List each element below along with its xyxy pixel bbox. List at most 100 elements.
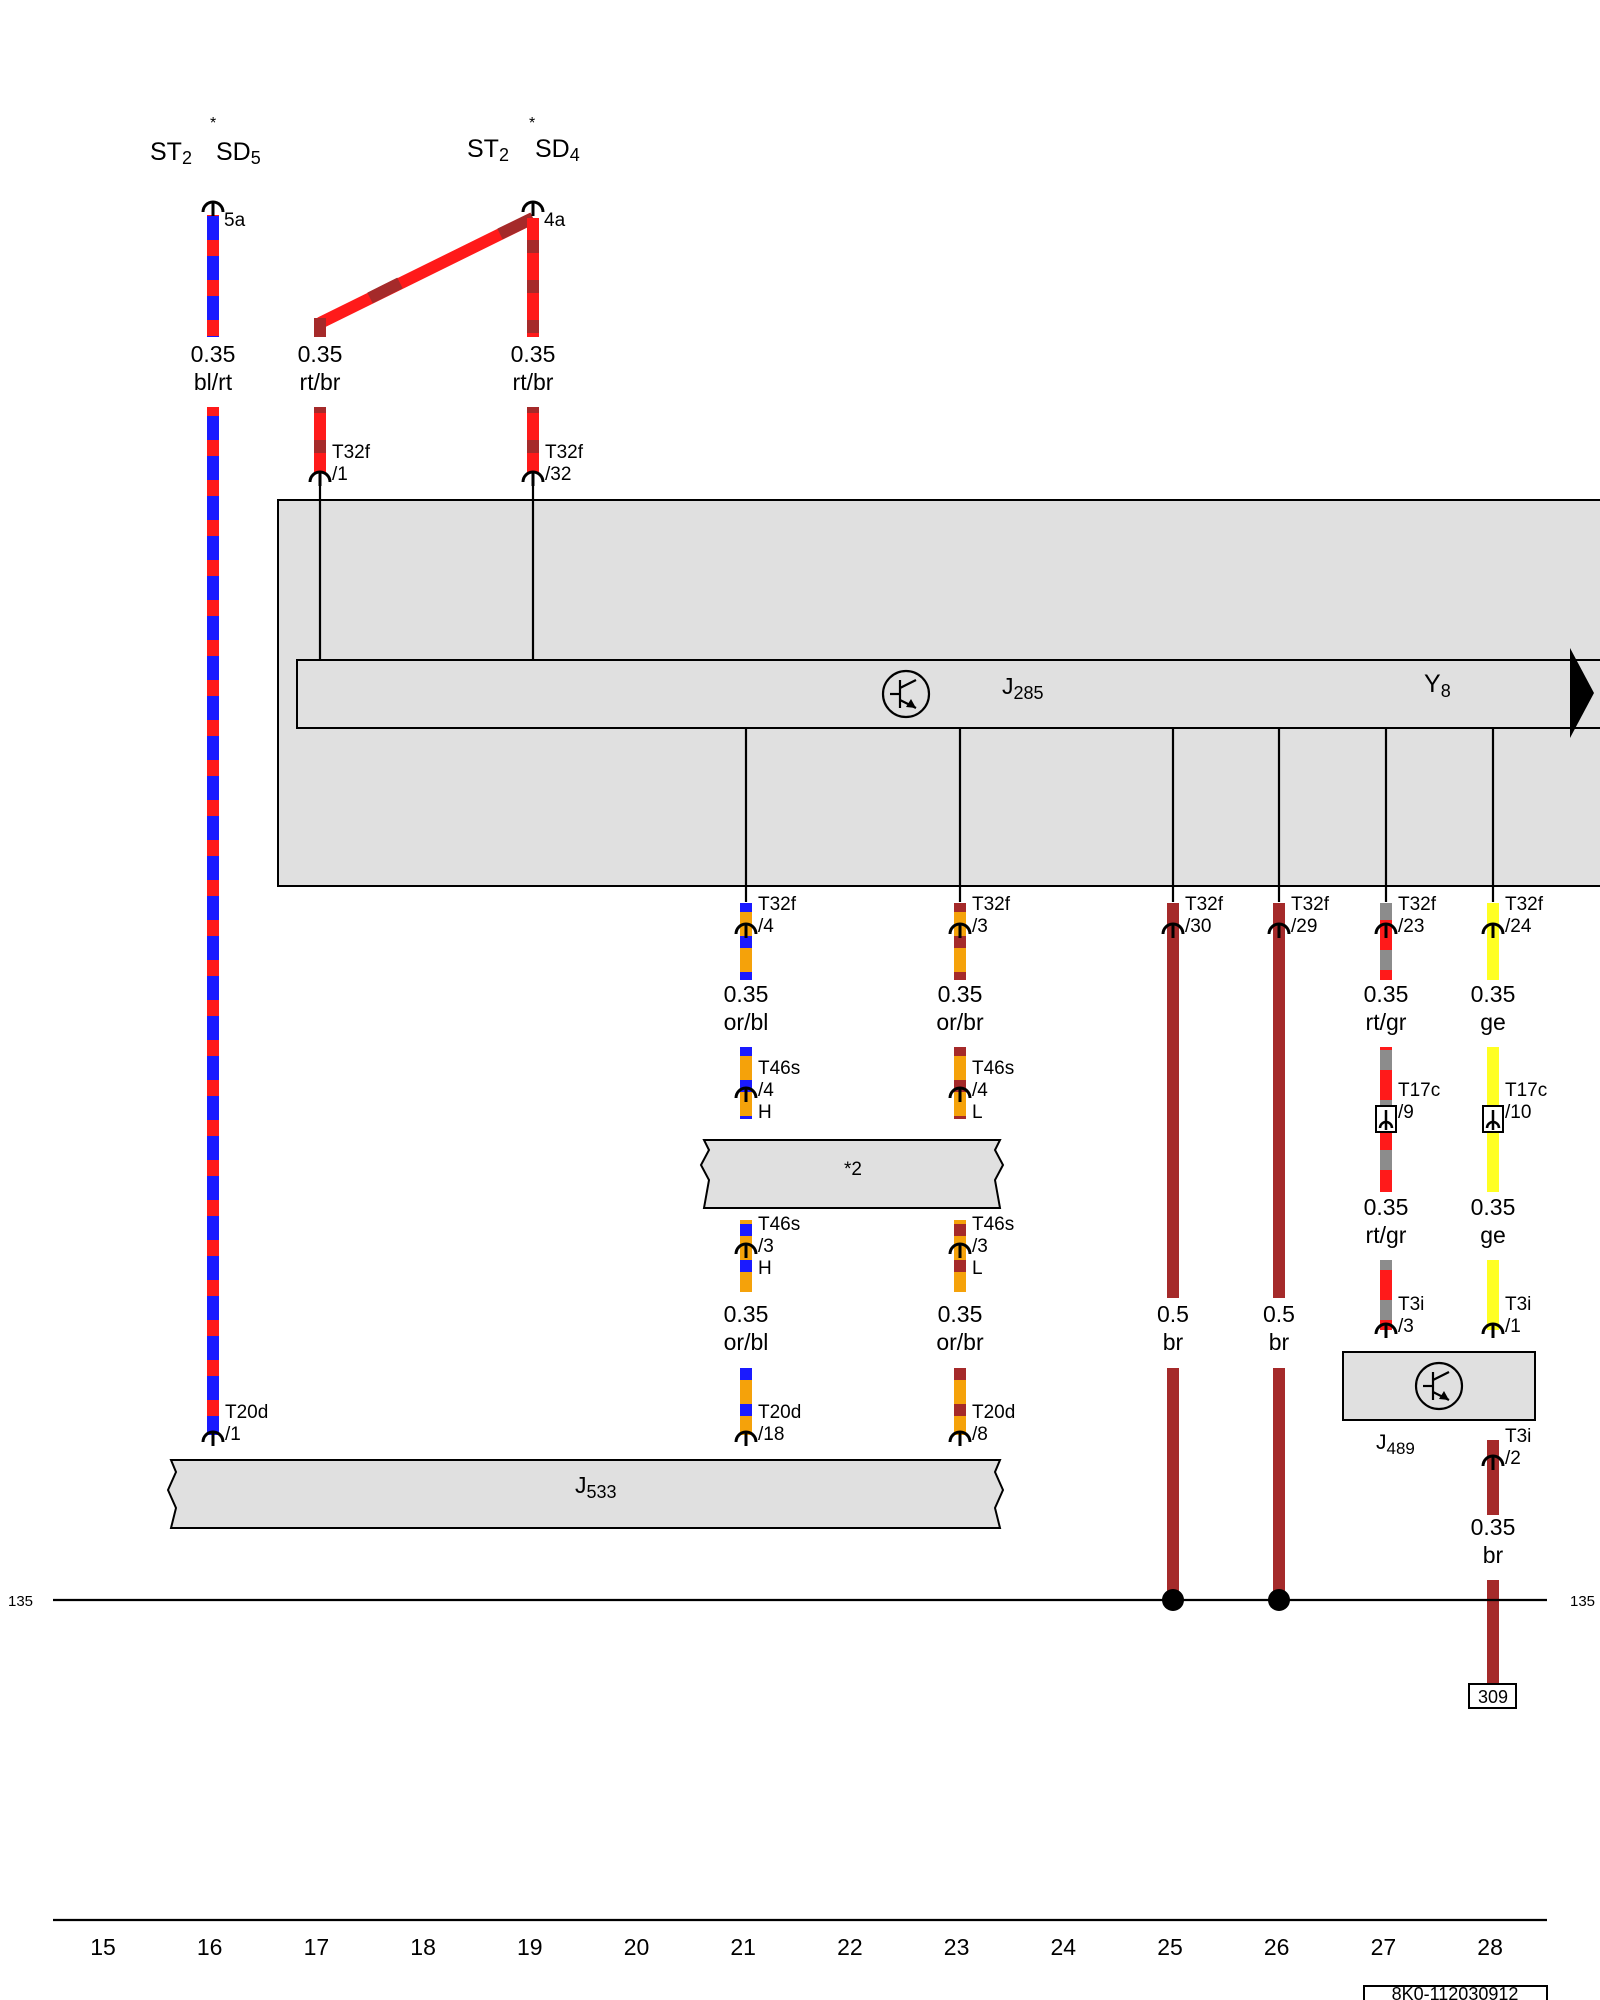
transistor-icon	[1414, 1361, 1464, 1411]
wire-size-label: 0.35	[724, 981, 769, 1007]
svg-text:*: *	[210, 115, 216, 132]
connector-5a-icon	[201, 200, 225, 216]
j285-module-box	[296, 659, 1600, 729]
wire-size-label: 0.5	[1263, 1301, 1295, 1327]
pin-label: T32f	[1505, 894, 1544, 915]
svg-text:*: *	[529, 115, 535, 132]
pin-number: /18	[758, 1424, 784, 1445]
pin-number: /23	[1398, 916, 1424, 937]
ground-ref-right: 135	[1570, 1593, 1595, 1610]
pin-label: T32f	[972, 894, 1011, 915]
wire-color-label: ge	[1480, 1009, 1506, 1035]
connector-t46s-icon	[948, 1086, 972, 1102]
wire-size-label: 0.35	[938, 981, 983, 1007]
pin-signal: H	[758, 1102, 772, 1123]
wire-size-label: 0.35	[1471, 1194, 1516, 1220]
column-number: 22	[837, 1934, 863, 1960]
wire-size-label: 0.35	[724, 1301, 769, 1327]
wire-size-label: 0.35	[298, 341, 343, 367]
connector-t3i-icon	[1481, 1322, 1505, 1338]
j489-label: J489	[1376, 1431, 1415, 1458]
connector-t32f-icon	[1374, 922, 1398, 938]
pin-label: T20d	[225, 1402, 268, 1423]
connector-t32f-icon	[521, 470, 545, 486]
pin-label: T32f	[1185, 894, 1224, 915]
transistor-icon	[881, 669, 931, 719]
pin-label: T32f	[1398, 894, 1437, 915]
wire-color-label: br	[1269, 1329, 1290, 1355]
wire-color-label: rt/br	[513, 369, 554, 395]
wire-color-label: or/br	[936, 1329, 984, 1355]
wire-size-label: 0.35	[1364, 981, 1409, 1007]
connector-t32f-icon	[948, 922, 972, 938]
pin-number: /1	[332, 464, 348, 485]
wire-color-label: or/bl	[724, 1329, 769, 1355]
ref-box-309-label: 309	[1478, 1687, 1508, 1707]
ground-ref-left: 135	[8, 1593, 33, 1610]
connector-t32f-icon	[308, 470, 332, 486]
pin-4a: 4a	[544, 210, 566, 231]
pin-number: /30	[1185, 916, 1211, 937]
pin-number: /4	[758, 916, 774, 937]
pin-label: T32f	[545, 442, 584, 463]
wire-size-label: 0.35	[511, 341, 556, 367]
svg-text:ST2: ST2	[467, 135, 509, 165]
wire-color-label: or/bl	[724, 1009, 769, 1035]
column-number: 15	[90, 1934, 116, 1960]
pin-number: /1	[1505, 1316, 1521, 1337]
pin-label: T32f	[1291, 894, 1330, 915]
column-number: 26	[1264, 1934, 1290, 1960]
pin-signal: H	[758, 1258, 772, 1279]
connector-t32f-icon	[1481, 922, 1505, 938]
pin-number: /4	[758, 1080, 774, 1101]
pin-number: /2	[1505, 1448, 1521, 1469]
column-number: 20	[624, 1934, 650, 1960]
j533-box	[166, 1459, 1005, 1529]
wire-color-label: or/br	[936, 1009, 984, 1035]
column-number: 27	[1371, 1934, 1397, 1960]
column-number: 23	[944, 1934, 970, 1960]
pin-number: /10	[1505, 1102, 1531, 1123]
pin-number: /29	[1291, 916, 1317, 937]
connector-layer: T32f/1T32f/32T32f/4T32f/3T32f/30T32f/29T…	[201, 200, 1547, 1470]
pin-5a: 5a	[224, 210, 246, 231]
pin-label: T20d	[758, 1402, 801, 1423]
column-number: 28	[1477, 1934, 1503, 1960]
gateway-box	[699, 1139, 1005, 1209]
pin-label: T3i	[1398, 1294, 1424, 1315]
wire-color-label: br	[1163, 1329, 1184, 1355]
connector-t20d-icon	[734, 1430, 758, 1446]
j533-label: J533	[575, 1472, 617, 1502]
doc-id-box	[1363, 1985, 1548, 2000]
pin-label: T46s	[758, 1058, 800, 1079]
pin-number: /3	[972, 916, 988, 937]
connector-t32f-icon	[1161, 922, 1185, 938]
pin-number: /8	[972, 1424, 988, 1445]
column-number: 25	[1157, 1934, 1183, 1960]
column-number: 18	[410, 1934, 436, 1960]
pin-number: /1	[225, 1424, 241, 1445]
j285-label: J285	[1002, 673, 1044, 703]
pin-label: T17c	[1505, 1080, 1547, 1101]
svg-text:ST2: ST2	[150, 138, 192, 168]
wire-color-label: rt/gr	[1366, 1009, 1407, 1035]
top-ref-sd5: ST2 * SD5	[150, 115, 261, 168]
pin-label: T46s	[972, 1214, 1014, 1235]
pin-number: /32	[545, 464, 571, 485]
column-number: 24	[1051, 1934, 1077, 1960]
connector-t46s-icon	[734, 1242, 758, 1258]
connector-t3i-icon	[1374, 1322, 1398, 1338]
pin-number: /3	[972, 1236, 988, 1257]
column-number: 21	[730, 1934, 756, 1960]
column-number: 17	[304, 1934, 330, 1960]
y8-label: Y8	[1424, 670, 1451, 701]
svg-text:SD4: SD4	[535, 135, 580, 165]
wire-size-label: 0.35	[1364, 1194, 1409, 1220]
pin-label: T32f	[332, 442, 371, 463]
pin-label: T46s	[972, 1058, 1014, 1079]
svg-text:SD5: SD5	[216, 138, 261, 168]
connector-t32f-icon	[1267, 922, 1291, 938]
continuation-arrow-icon	[1570, 648, 1594, 738]
pin-label: T32f	[758, 894, 797, 915]
